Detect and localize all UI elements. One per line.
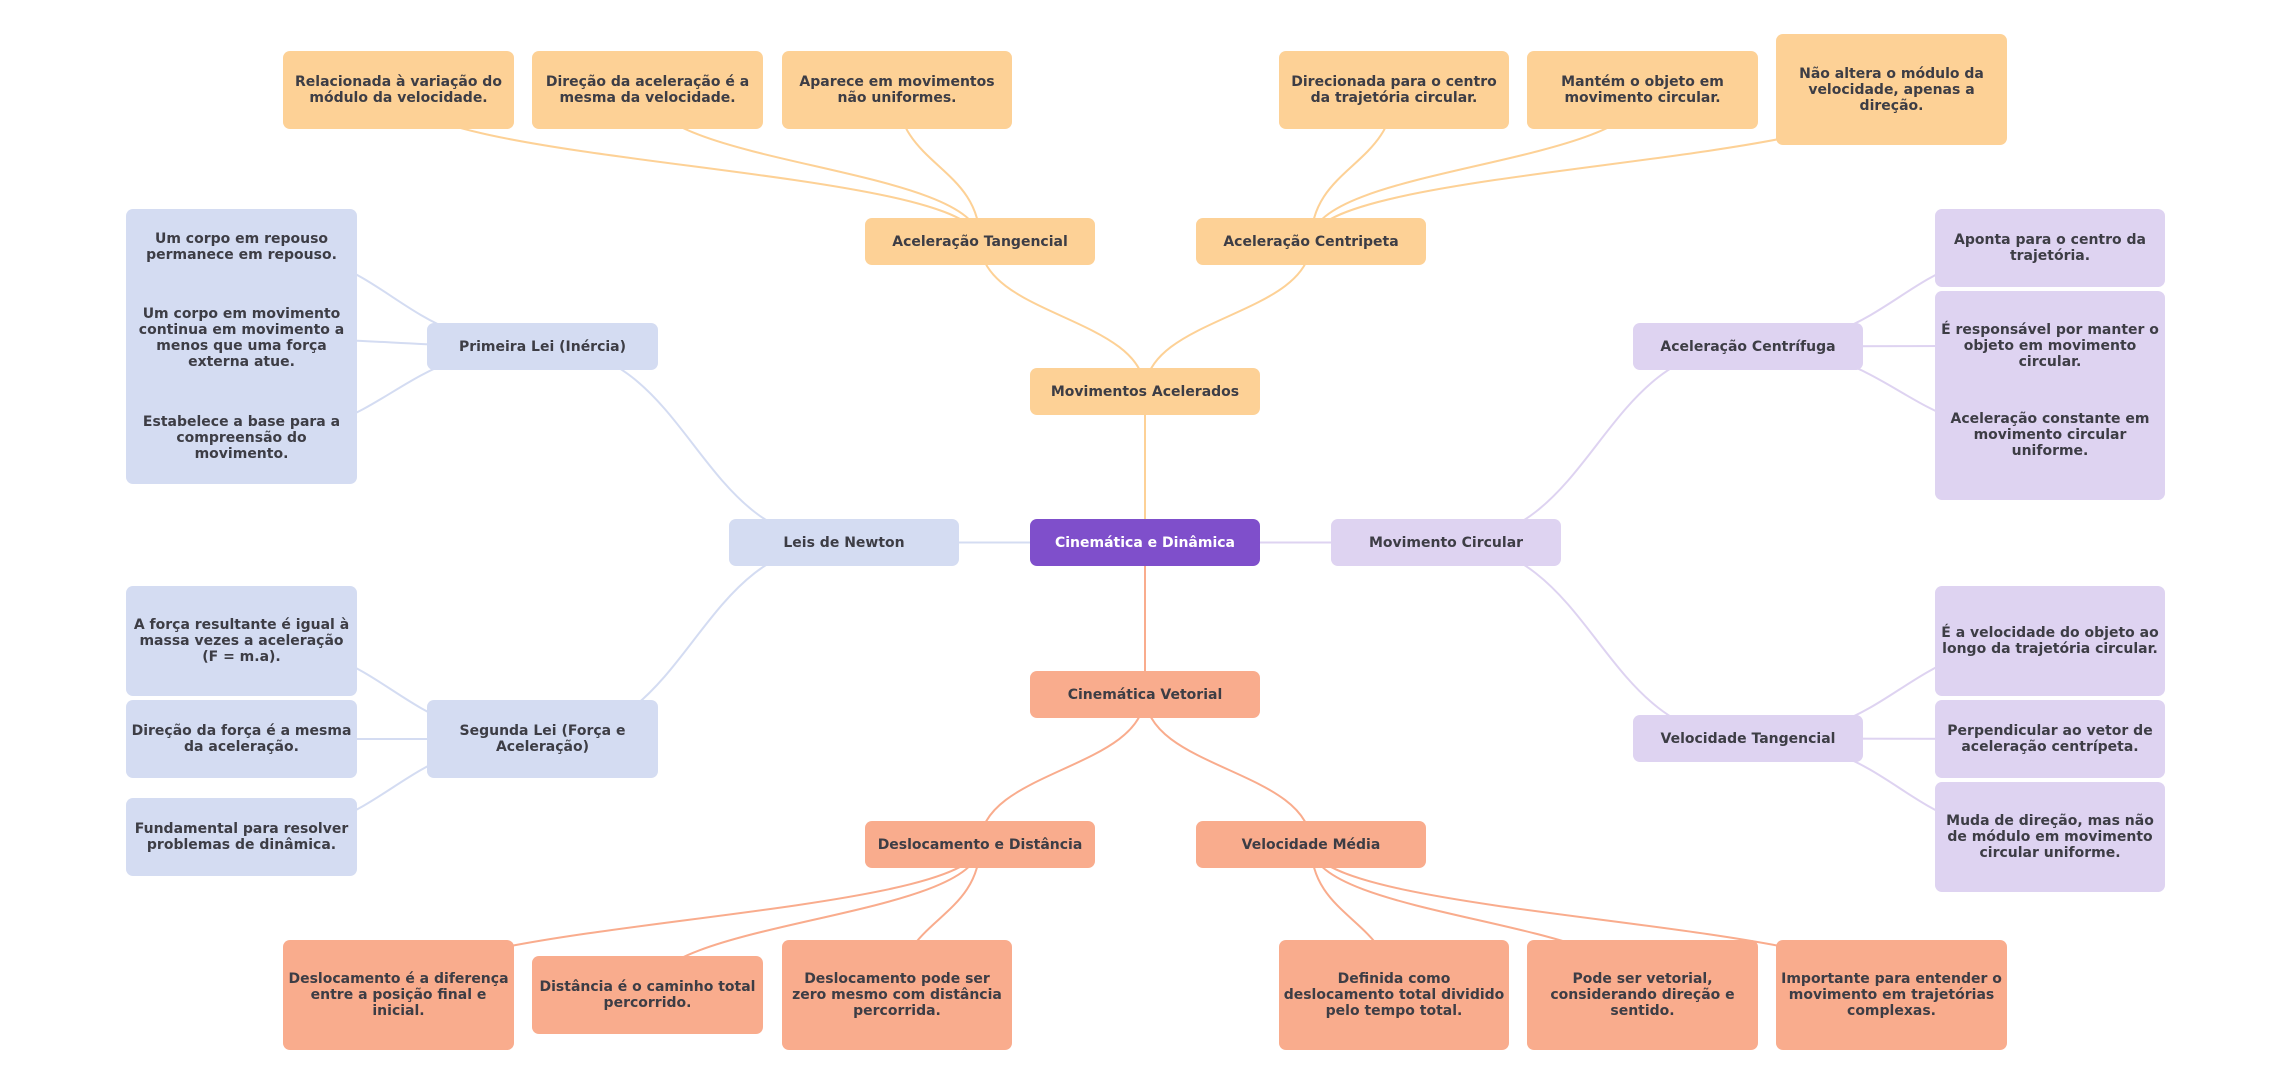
node-velocidade-media[interactable]: Velocidade Média bbox=[1196, 821, 1426, 868]
leaf-node[interactable]: Direcionada para o centro da trajetória … bbox=[1279, 51, 1509, 129]
node-aceleracao-centrifuga[interactable]: Aceleração Centrífuga bbox=[1633, 323, 1863, 370]
node-segunda-lei[interactable]: Segunda Lei (Força e Aceleração) bbox=[427, 700, 658, 778]
leaf-node[interactable]: Um corpo em movimento continua em movime… bbox=[138, 306, 345, 371]
connector-line bbox=[542, 345, 845, 544]
leaf-node[interactable]: É a velocidade do objeto ao longo da tra… bbox=[1935, 586, 2165, 696]
leaf-node[interactable]: Relacionada à variação do módulo da velo… bbox=[283, 51, 514, 129]
leaf-node[interactable]: Estabelece a base para a compreensão do … bbox=[142, 414, 341, 463]
node-aceleracao-centripeta[interactable]: Aceleração Centripeta bbox=[1196, 218, 1426, 265]
leaf-node[interactable]: Muda de direção, mas não de módulo em mo… bbox=[1935, 782, 2165, 892]
leaf-node[interactable]: Importante para entender o movimento em … bbox=[1776, 940, 2007, 1050]
leaf-node[interactable]: Direção da aceleração é a mesma da veloc… bbox=[532, 51, 763, 129]
leaf-node[interactable]: Direção da força é a mesma da aceleração… bbox=[126, 700, 357, 778]
leaf-node[interactable]: Deslocamento é a diferença entre a posiç… bbox=[283, 940, 514, 1050]
node-aceleracao-tangencial[interactable]: Aceleração Tangencial bbox=[865, 218, 1095, 265]
leaf-node[interactable]: Deslocamento pode ser zero mesmo com dis… bbox=[782, 940, 1012, 1050]
leaf-node[interactable]: Mantém o objeto em movimento circular. bbox=[1527, 51, 1758, 129]
leaf-node[interactable]: Fundamental para resolver problemas de d… bbox=[126, 798, 357, 876]
leaf-node[interactable]: É responsável por manter o objeto em mov… bbox=[1941, 321, 2159, 370]
connector-line bbox=[1144, 241, 1312, 392]
leaf-node[interactable]: Aponta para o centro da trajetória. bbox=[1935, 209, 2165, 287]
node-velocidade-tangencial[interactable]: Velocidade Tangencial bbox=[1633, 715, 1863, 762]
leaf-group-primeira-lei: Um corpo em repouso permanece em repouso… bbox=[126, 209, 357, 484]
connector-line bbox=[979, 694, 1146, 845]
connector-line bbox=[1445, 345, 1749, 544]
node-primeira-lei[interactable]: Primeira Lei (Inércia) bbox=[427, 323, 658, 370]
leaf-node[interactable]: Distância é o caminho total percorrido. bbox=[532, 956, 763, 1034]
connector-line bbox=[979, 241, 1146, 392]
branch-movimentos-acelerados[interactable]: Movimentos Acelerados bbox=[1030, 368, 1260, 415]
branch-movimento-circular[interactable]: Movimento Circular bbox=[1331, 519, 1561, 566]
connector-line bbox=[1445, 541, 1749, 740]
leaf-node[interactable]: Perpendicular ao vetor de aceleração cen… bbox=[1935, 700, 2165, 778]
leaf-node[interactable]: Não altera o módulo da velocidade, apena… bbox=[1776, 34, 2007, 145]
node-deslocamento-distancia[interactable]: Deslocamento e Distância bbox=[865, 821, 1095, 868]
leaf-node[interactable]: A força resultante é igual à massa vezes… bbox=[126, 586, 357, 696]
branch-cinematica-vetorial[interactable]: Cinemática Vetorial bbox=[1030, 671, 1260, 718]
leaf-node[interactable]: Um corpo em repouso permanece em repouso… bbox=[146, 230, 337, 263]
connector-line bbox=[1144, 694, 1312, 845]
leaf-node[interactable]: Pode ser vetorial, considerando direção … bbox=[1527, 940, 1758, 1050]
leaf-group-centrifuga: É responsável por manter o objeto em mov… bbox=[1935, 291, 2165, 500]
leaf-node[interactable]: Aparece em movimentos não uniformes. bbox=[782, 51, 1012, 129]
leaf-node[interactable]: Definida como deslocamento total dividid… bbox=[1279, 940, 1509, 1050]
root-node[interactable]: Cinemática e Dinâmica bbox=[1030, 519, 1260, 566]
leaf-node[interactable]: Aceleração constante em movimento circul… bbox=[1950, 411, 2150, 460]
branch-leis-de-newton[interactable]: Leis de Newton bbox=[729, 519, 959, 566]
